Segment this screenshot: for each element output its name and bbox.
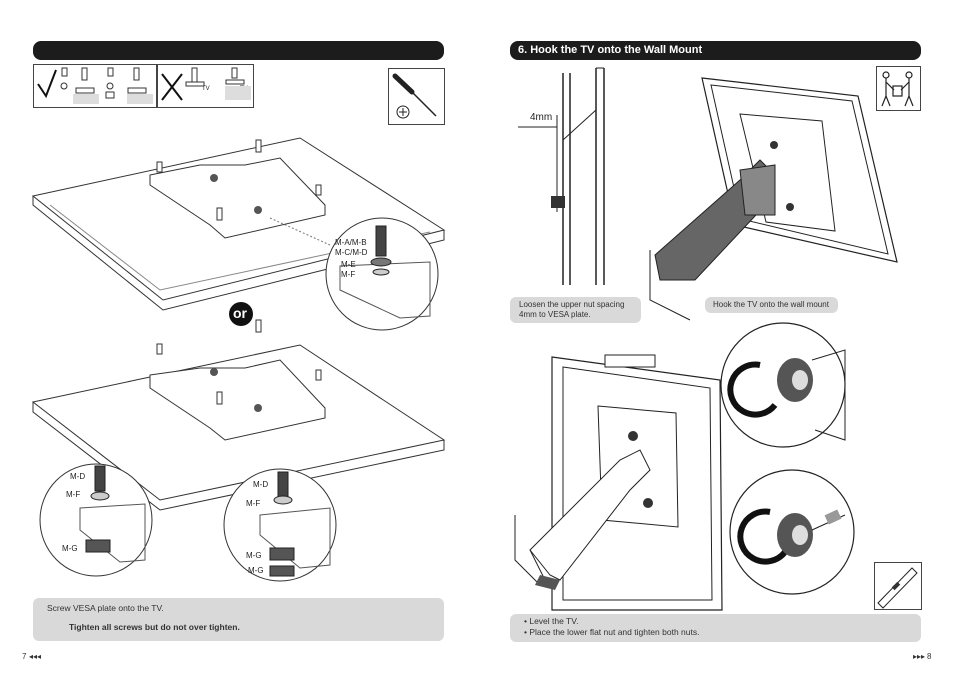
check-icon — [37, 69, 57, 99]
warning-text: Tighten all screws but do not over tight… — [69, 622, 240, 632]
right-header-title: 6. Hook the TV onto the Wall Mount — [518, 44, 703, 56]
hook-caption-box: Hook the TV onto the wall mount — [705, 297, 838, 313]
loosen-caption-box: Loosen the upper nut spacing 4mm to VESA… — [510, 297, 641, 323]
label-right-mg-2: M-G — [248, 566, 264, 575]
label-mc-md: M-C/M-D — [335, 248, 368, 257]
page-arrow-left: ◂◂◂ — [29, 652, 42, 661]
label-ma-mb: M-A/M-B — [335, 238, 367, 247]
vesa-note-text: Screw VESA plate onto the TV. — [47, 603, 164, 613]
page-arrow-right: ▸▸▸ — [913, 652, 926, 661]
label-left-mf: M-F — [66, 490, 81, 499]
spirit-level-icon — [877, 567, 918, 609]
page-number-right: 8 — [927, 652, 932, 661]
cross-icon — [161, 73, 183, 101]
bullet-1: • Level the TV. — [524, 616, 579, 626]
screwdriver-icon — [392, 73, 437, 119]
label-right-mf: M-F — [246, 499, 261, 508]
dimension-label: 4mm — [530, 112, 553, 123]
label-mf: M-F — [341, 270, 356, 279]
hook-caption-text: Hook the TV onto the wall mount — [713, 300, 829, 309]
label-left-mg: M-G — [62, 544, 78, 553]
two-person-lift-icon — [881, 71, 914, 107]
tv-tag-3: TV — [202, 86, 210, 92]
bullet-1-text: Level the TV. — [529, 616, 579, 626]
page-number-left: 7 — [22, 652, 27, 661]
loosen-caption-text: Loosen the upper nut spacing 4mm to VESA… — [519, 300, 625, 319]
label-left-md: M-D — [70, 472, 86, 481]
label-right-mg-1: M-G — [246, 551, 262, 560]
right-header-bar: 6. Hook the TV onto the Wall Mount — [510, 41, 921, 60]
left-header-bar — [33, 41, 444, 60]
label-me: M-E — [341, 260, 356, 269]
left-note-box: Screw VESA plate onto the TV. Tighten al… — [33, 598, 444, 641]
or-label: or — [233, 305, 247, 321]
bullet-2: • Place the lower flat nut and tighten b… — [524, 627, 700, 637]
right-note-box: • Level the TV. • Place the lower flat n… — [510, 614, 921, 642]
bullet-2-text: Place the lower flat nut and tighten bot… — [529, 627, 700, 637]
label-right-md: M-D — [253, 480, 269, 489]
